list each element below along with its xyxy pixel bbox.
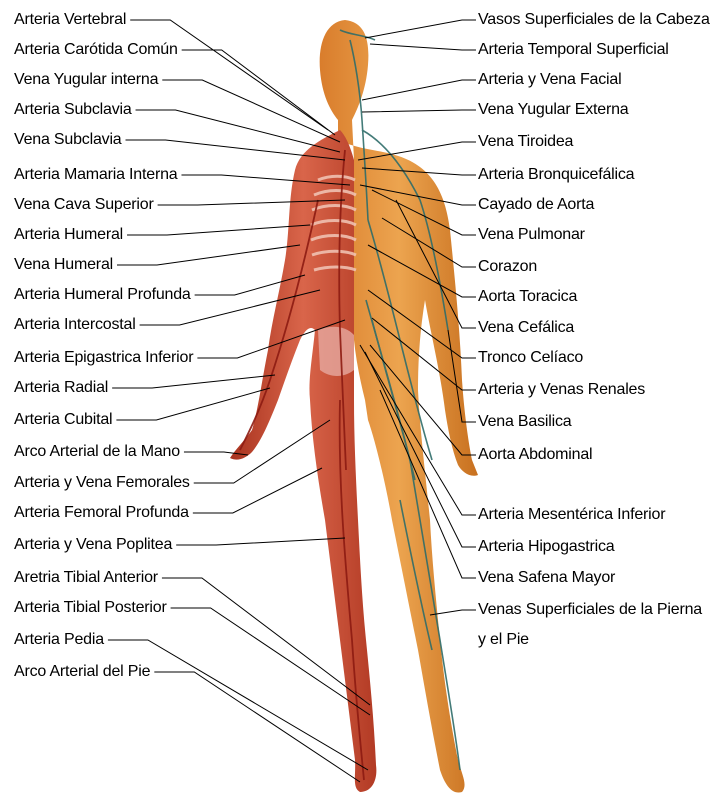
leader-lines <box>108 20 476 782</box>
leader-left-0 <box>130 20 328 130</box>
leader-left-12 <box>112 375 275 388</box>
leader-right-3 <box>362 110 476 112</box>
left-label-2: Vena Yugular interna <box>14 70 158 89</box>
left-label-18: Aretria Tibial Anterior <box>14 568 158 587</box>
left-label-16: Arteria Femoral Profunda <box>14 503 189 522</box>
right-label-0: Vasos Superficiales de la Cabeza <box>478 10 710 29</box>
left-label-9: Arteria Humeral Profunda <box>14 285 191 304</box>
right-label-11: Tronco Celíaco <box>478 348 583 367</box>
right-label-4: Vena Tiroidea <box>478 132 573 151</box>
left-label-10: Arteria Intercostal <box>14 315 136 334</box>
leader-left-7 <box>127 225 310 235</box>
left-label-13: Arteria Cubital <box>14 410 112 429</box>
leader-left-1 <box>182 50 335 135</box>
leader-right-1 <box>370 44 476 50</box>
right-label-6: Cayado de Aorta <box>478 195 594 214</box>
right-label-17: Vena Safena Mayor <box>478 568 615 587</box>
leader-left-13 <box>116 388 270 420</box>
left-label-0: Arteria Vertebral <box>14 10 126 29</box>
right-label-16: Arteria Hipogastrica <box>478 537 615 556</box>
left-label-11: Arteria Epigastrica Inferior <box>14 348 193 367</box>
right-label-3: Vena Yugular Externa <box>478 100 629 119</box>
right-label-2: Arteria y Vena Facial <box>478 70 621 89</box>
leader-right-2 <box>362 80 476 100</box>
left-label-15: Arteria y Vena Femorales <box>14 473 190 492</box>
right-label-7: Vena Pulmonar <box>478 225 585 244</box>
left-label-19: Arteria Tibial Posterior <box>14 598 167 617</box>
left-label-12: Arteria Radial <box>14 378 108 397</box>
right-label-8: Corazon <box>478 257 537 276</box>
leader-left-8 <box>117 245 300 265</box>
left-label-14: Arco Arterial de la Mano <box>14 442 180 461</box>
right-label-19: y el Pie <box>478 630 529 649</box>
left-label-7: Arteria Humeral <box>14 225 123 244</box>
left-label-20: Arteria Pedia <box>14 630 104 649</box>
right-label-1: Arteria Temporal Superficial <box>478 40 669 59</box>
left-label-8: Vena Humeral <box>14 255 113 274</box>
right-label-9: Aorta Toracica <box>478 287 577 306</box>
leader-right-0 <box>365 20 476 38</box>
leader-left-2 <box>162 80 340 142</box>
left-label-1: Arteria Carótida Común <box>14 40 178 59</box>
right-label-12: Arteria y Venas Renales <box>478 380 645 399</box>
right-label-14: Aorta Abdominal <box>478 445 592 464</box>
right-label-15: Arteria Mesentérica Inferior <box>478 505 665 524</box>
right-label-13: Vena Basilica <box>478 412 571 431</box>
left-label-3: Arteria Subclavia <box>14 100 132 119</box>
leader-left-20 <box>108 640 368 770</box>
right-label-5: Arteria Bronquicefálica <box>478 165 634 184</box>
left-label-4: Vena Subclavia <box>14 130 122 149</box>
right-label-10: Vena Cefálica <box>478 318 574 337</box>
leader-left-21 <box>154 672 360 782</box>
leader-left-16 <box>193 468 322 513</box>
left-label-17: Arteria y Vena Poplitea <box>14 535 172 554</box>
left-label-5: Arteria Mamaria Interna <box>14 165 177 184</box>
right-label-18: Venas Superficiales de la Pierna <box>478 600 702 619</box>
left-label-21: Arco Arterial del Pie <box>14 662 150 681</box>
left-label-6: Vena Cava Superior <box>14 195 154 214</box>
leader-left-17 <box>176 538 345 545</box>
